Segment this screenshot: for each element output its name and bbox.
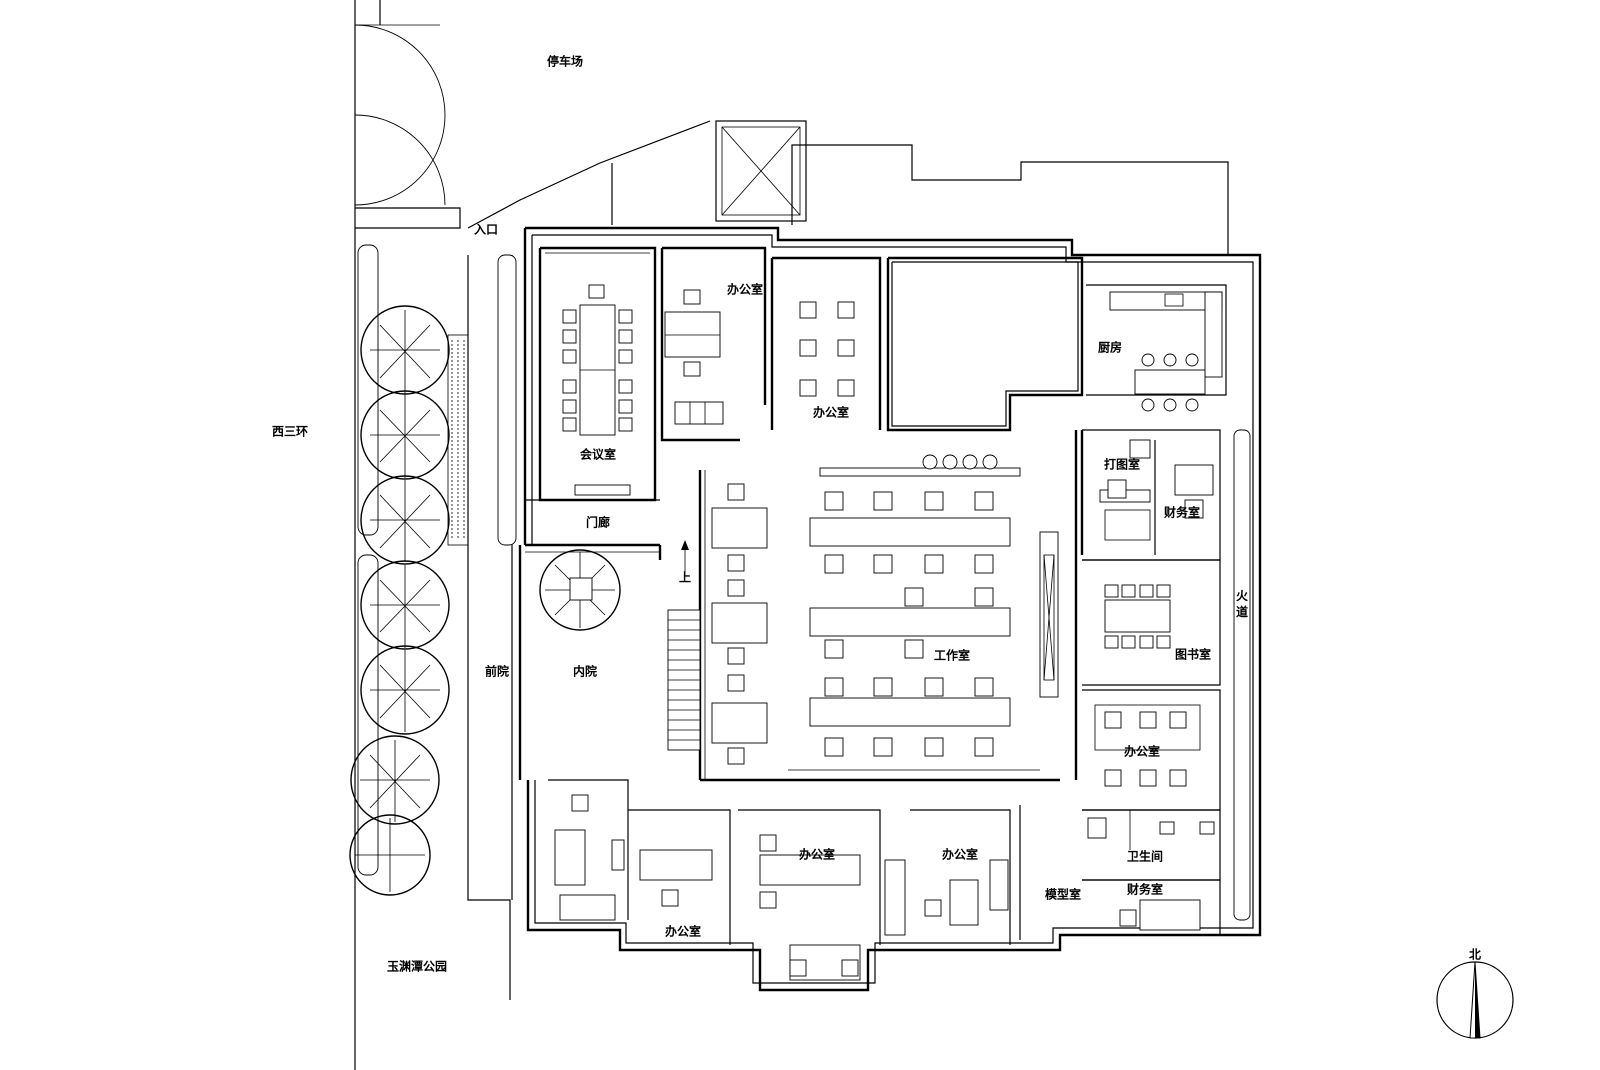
label-office-bottom-1: 办公室 [665, 924, 701, 939]
label-workshop: 工作室 [934, 648, 970, 663]
label-north: 北 [1469, 947, 1481, 962]
label-meeting-room: 会议室 [580, 447, 616, 462]
tree-icon [360, 475, 450, 565]
library-furniture [1104, 584, 1171, 649]
label-office-top-mid: 办公室 [813, 405, 849, 420]
table-icon [809, 697, 1011, 727]
room-walls [467, 246, 1227, 1000]
label-park: 玉渊潭公园 [387, 959, 447, 974]
label-entrance: 入口 [474, 223, 498, 237]
label-inner-yard: 内院 [573, 664, 597, 679]
skylight-icon [715, 120, 807, 222]
label-library: 图书室 [1175, 647, 1211, 662]
label-finance-room-top: 财务室 [1163, 505, 1200, 520]
label-porch: 门廊 [586, 515, 610, 530]
tree-icon [360, 390, 450, 480]
site-edge [354, 0, 461, 1070]
tree-icon [349, 814, 431, 896]
table-icon [1104, 599, 1171, 633]
label-office-top-left: 办公室 [727, 282, 763, 297]
label-office-right: 办公室 [1124, 744, 1160, 759]
tree-icon [360, 305, 450, 395]
tree-icon [360, 560, 450, 650]
parking-boundary [467, 120, 1229, 255]
chair-icon [683, 289, 701, 305]
print-finance-furniture [1099, 439, 1214, 541]
label-front-yard: 前院 [485, 664, 509, 679]
label-model-room: 模型室 [1045, 887, 1081, 902]
finance-bottom-furniture [1119, 899, 1201, 931]
office-right-furniture [1094, 704, 1201, 787]
chair-icon [683, 361, 701, 377]
workshop-furniture [667, 454, 1059, 771]
label-parking: 停车场 [547, 54, 583, 69]
kitchen-furniture [1109, 291, 1223, 412]
label-print-room: 打图室 [1104, 457, 1140, 472]
table-icon [1134, 369, 1206, 395]
label-fire-lane: 火道 [1236, 589, 1249, 619]
office-top-left-furniture [664, 289, 724, 425]
label-stair-up: 上 [679, 570, 691, 585]
label-restroom: 卫生间 [1127, 849, 1163, 864]
office-top-mid-furniture [799, 301, 855, 397]
tree-icon [360, 645, 450, 735]
meeting-room-furniture [562, 284, 633, 496]
table-icon [809, 517, 1011, 547]
label-office-bottom-2: 办公室 [799, 847, 835, 862]
building-outer-walls [523, 226, 1262, 992]
label-office-bottom-3: 办公室 [942, 847, 978, 862]
table-icon [809, 607, 1011, 637]
label-kitchen: 厨房 [1098, 340, 1122, 355]
bottom-office-furniture [554, 794, 1009, 981]
north-arrow-icon [1436, 961, 1514, 1039]
tree-row [349, 305, 621, 896]
tree-icon [350, 735, 440, 825]
chair-icon [824, 491, 994, 757]
restroom-fixtures [1087, 810, 1215, 850]
label-west-third-ring: 西三环 [272, 425, 308, 439]
chair-icon [562, 284, 633, 432]
tree-icon [539, 549, 621, 631]
table-icon [664, 311, 721, 358]
label-finance-room-bottom: 财务室 [1126, 882, 1163, 897]
